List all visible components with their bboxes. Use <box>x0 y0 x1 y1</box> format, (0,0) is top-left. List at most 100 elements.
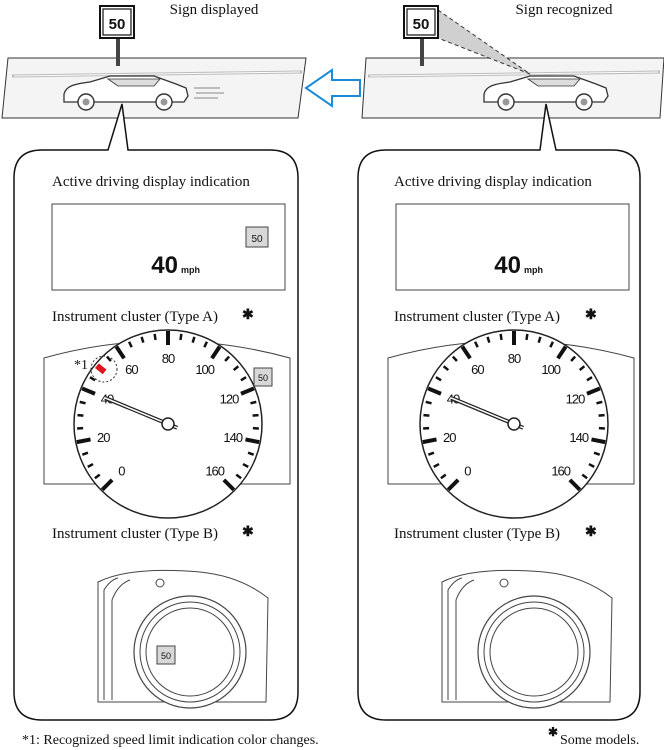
right-road-scene: 50 Sign recognized <box>361 2 664 119</box>
right-panel: Active driving display indication 40 mph… <box>357 103 641 721</box>
needle-hub <box>507 417 521 431</box>
minor-tick <box>593 451 601 456</box>
minor-tick <box>140 336 145 344</box>
svg-text:50: 50 <box>258 373 268 383</box>
asterisk-icon: ✱ <box>242 308 254 323</box>
speed-limit-marker <box>94 363 107 375</box>
right-caption: Sign recognized <box>515 2 613 18</box>
footnote: *1: Recognized speed limit indication co… <box>22 733 319 748</box>
needle-hub <box>161 417 175 431</box>
major-tick <box>81 386 96 396</box>
speed-sign-icon: 50 <box>156 645 176 665</box>
major-tick <box>210 345 222 360</box>
speed-value: 40 <box>494 252 521 279</box>
asterisk-icon: ✱ <box>242 525 254 540</box>
callout-circle <box>90 355 118 383</box>
tick-label: 0 <box>464 464 471 479</box>
minor-tick <box>81 451 89 456</box>
tick-label: 80 <box>162 351 175 366</box>
instrument-cluster-type-a: 020406080100120140160 50 *1 <box>43 329 291 519</box>
cluster-b-heading: Instrument cluster (Type B) <box>52 526 218 542</box>
minor-tick <box>440 473 447 480</box>
minor-tick <box>435 376 442 382</box>
minor-tick <box>87 462 94 468</box>
svg-text:50: 50 <box>161 651 171 661</box>
tick-label: 140 <box>569 430 588 445</box>
minor-tick <box>433 462 440 468</box>
instrument-cluster-type-b <box>441 569 613 709</box>
callout-label: *1 <box>74 358 88 373</box>
minor-tick <box>232 365 240 372</box>
minor-tick <box>598 413 605 417</box>
tick-label: 160 <box>205 464 224 479</box>
car-icon <box>483 75 609 111</box>
major-tick <box>245 437 260 445</box>
minor-tick <box>442 365 450 372</box>
tick-label: 60 <box>471 362 484 377</box>
speed-unit: mph <box>181 265 200 275</box>
sign-value: 50 <box>109 16 126 33</box>
left-caption: Sign displayed <box>170 2 259 18</box>
tick-label: 120 <box>220 392 239 407</box>
major-tick <box>100 478 114 492</box>
major-tick <box>114 345 126 360</box>
left-road-scene: 50 Sign displayed <box>1 2 307 119</box>
tick-label: 120 <box>566 392 585 407</box>
tick-label: 20 <box>443 430 456 445</box>
speed-sign-post: 50 <box>403 5 439 66</box>
tick-label: 0 <box>118 464 125 479</box>
some-models-note: Some models. <box>560 733 639 748</box>
minor-tick <box>588 462 595 468</box>
minor-tick <box>499 333 503 341</box>
minor-tick <box>94 473 101 480</box>
speedometer-gauge: 020406080100120140160 <box>73 329 263 519</box>
minor-tick <box>578 365 586 372</box>
car-icon <box>63 75 224 111</box>
cluster-b-heading: Instrument cluster (Type B) <box>394 526 560 542</box>
minor-tick <box>247 451 255 456</box>
tick-label: 20 <box>97 430 110 445</box>
instrument-cluster-type-a: 020406080100120140160 <box>387 329 635 519</box>
minor-tick <box>242 462 249 468</box>
minor-tick <box>77 413 84 417</box>
tick-label: 140 <box>223 430 242 445</box>
tick-label: 100 <box>195 362 214 377</box>
speed-sign-icon: 50 <box>253 367 273 387</box>
minor-tick <box>537 336 542 344</box>
instrument-cluster-type-b: 50 <box>97 569 269 709</box>
asterisk-icon: ✱ <box>548 725 558 739</box>
speedometer-gauge: 020406080100120140160 <box>419 329 609 519</box>
minor-tick <box>586 376 593 382</box>
minor-tick <box>252 413 259 417</box>
tick-label: 80 <box>508 351 521 366</box>
minor-tick <box>240 376 247 382</box>
speed-sign-icon: 50 <box>245 226 269 248</box>
speed-sign-post: 50 <box>99 5 135 66</box>
minor-tick <box>224 355 231 362</box>
minor-tick <box>486 336 491 344</box>
minor-tick <box>89 376 96 382</box>
cluster-a-heading: Instrument cluster (Type A) <box>52 309 218 325</box>
minor-tick <box>127 341 133 348</box>
svg-text:50: 50 <box>251 234 263 245</box>
minor-tick <box>549 341 555 348</box>
minor-tick <box>105 355 112 362</box>
active-display-heading: Active driving display indication <box>394 174 592 190</box>
transition-arrow <box>304 68 361 108</box>
tick-label: 160 <box>551 464 570 479</box>
minor-tick <box>596 400 603 405</box>
speed-unit: mph <box>524 265 543 275</box>
major-tick <box>76 437 91 445</box>
tick-label: 100 <box>541 362 560 377</box>
major-tick <box>568 478 582 492</box>
active-driving-display: 50 40 mph <box>51 203 286 291</box>
minor-tick <box>203 341 209 348</box>
minor-tick <box>427 451 435 456</box>
minor-tick <box>425 400 432 405</box>
minor-tick <box>179 333 183 341</box>
minor-tick <box>79 400 86 405</box>
major-tick <box>422 437 437 445</box>
major-tick <box>446 478 460 492</box>
left-panel: Active driving display indication 50 40 … <box>13 103 299 721</box>
left-arrow-icon <box>304 68 361 108</box>
